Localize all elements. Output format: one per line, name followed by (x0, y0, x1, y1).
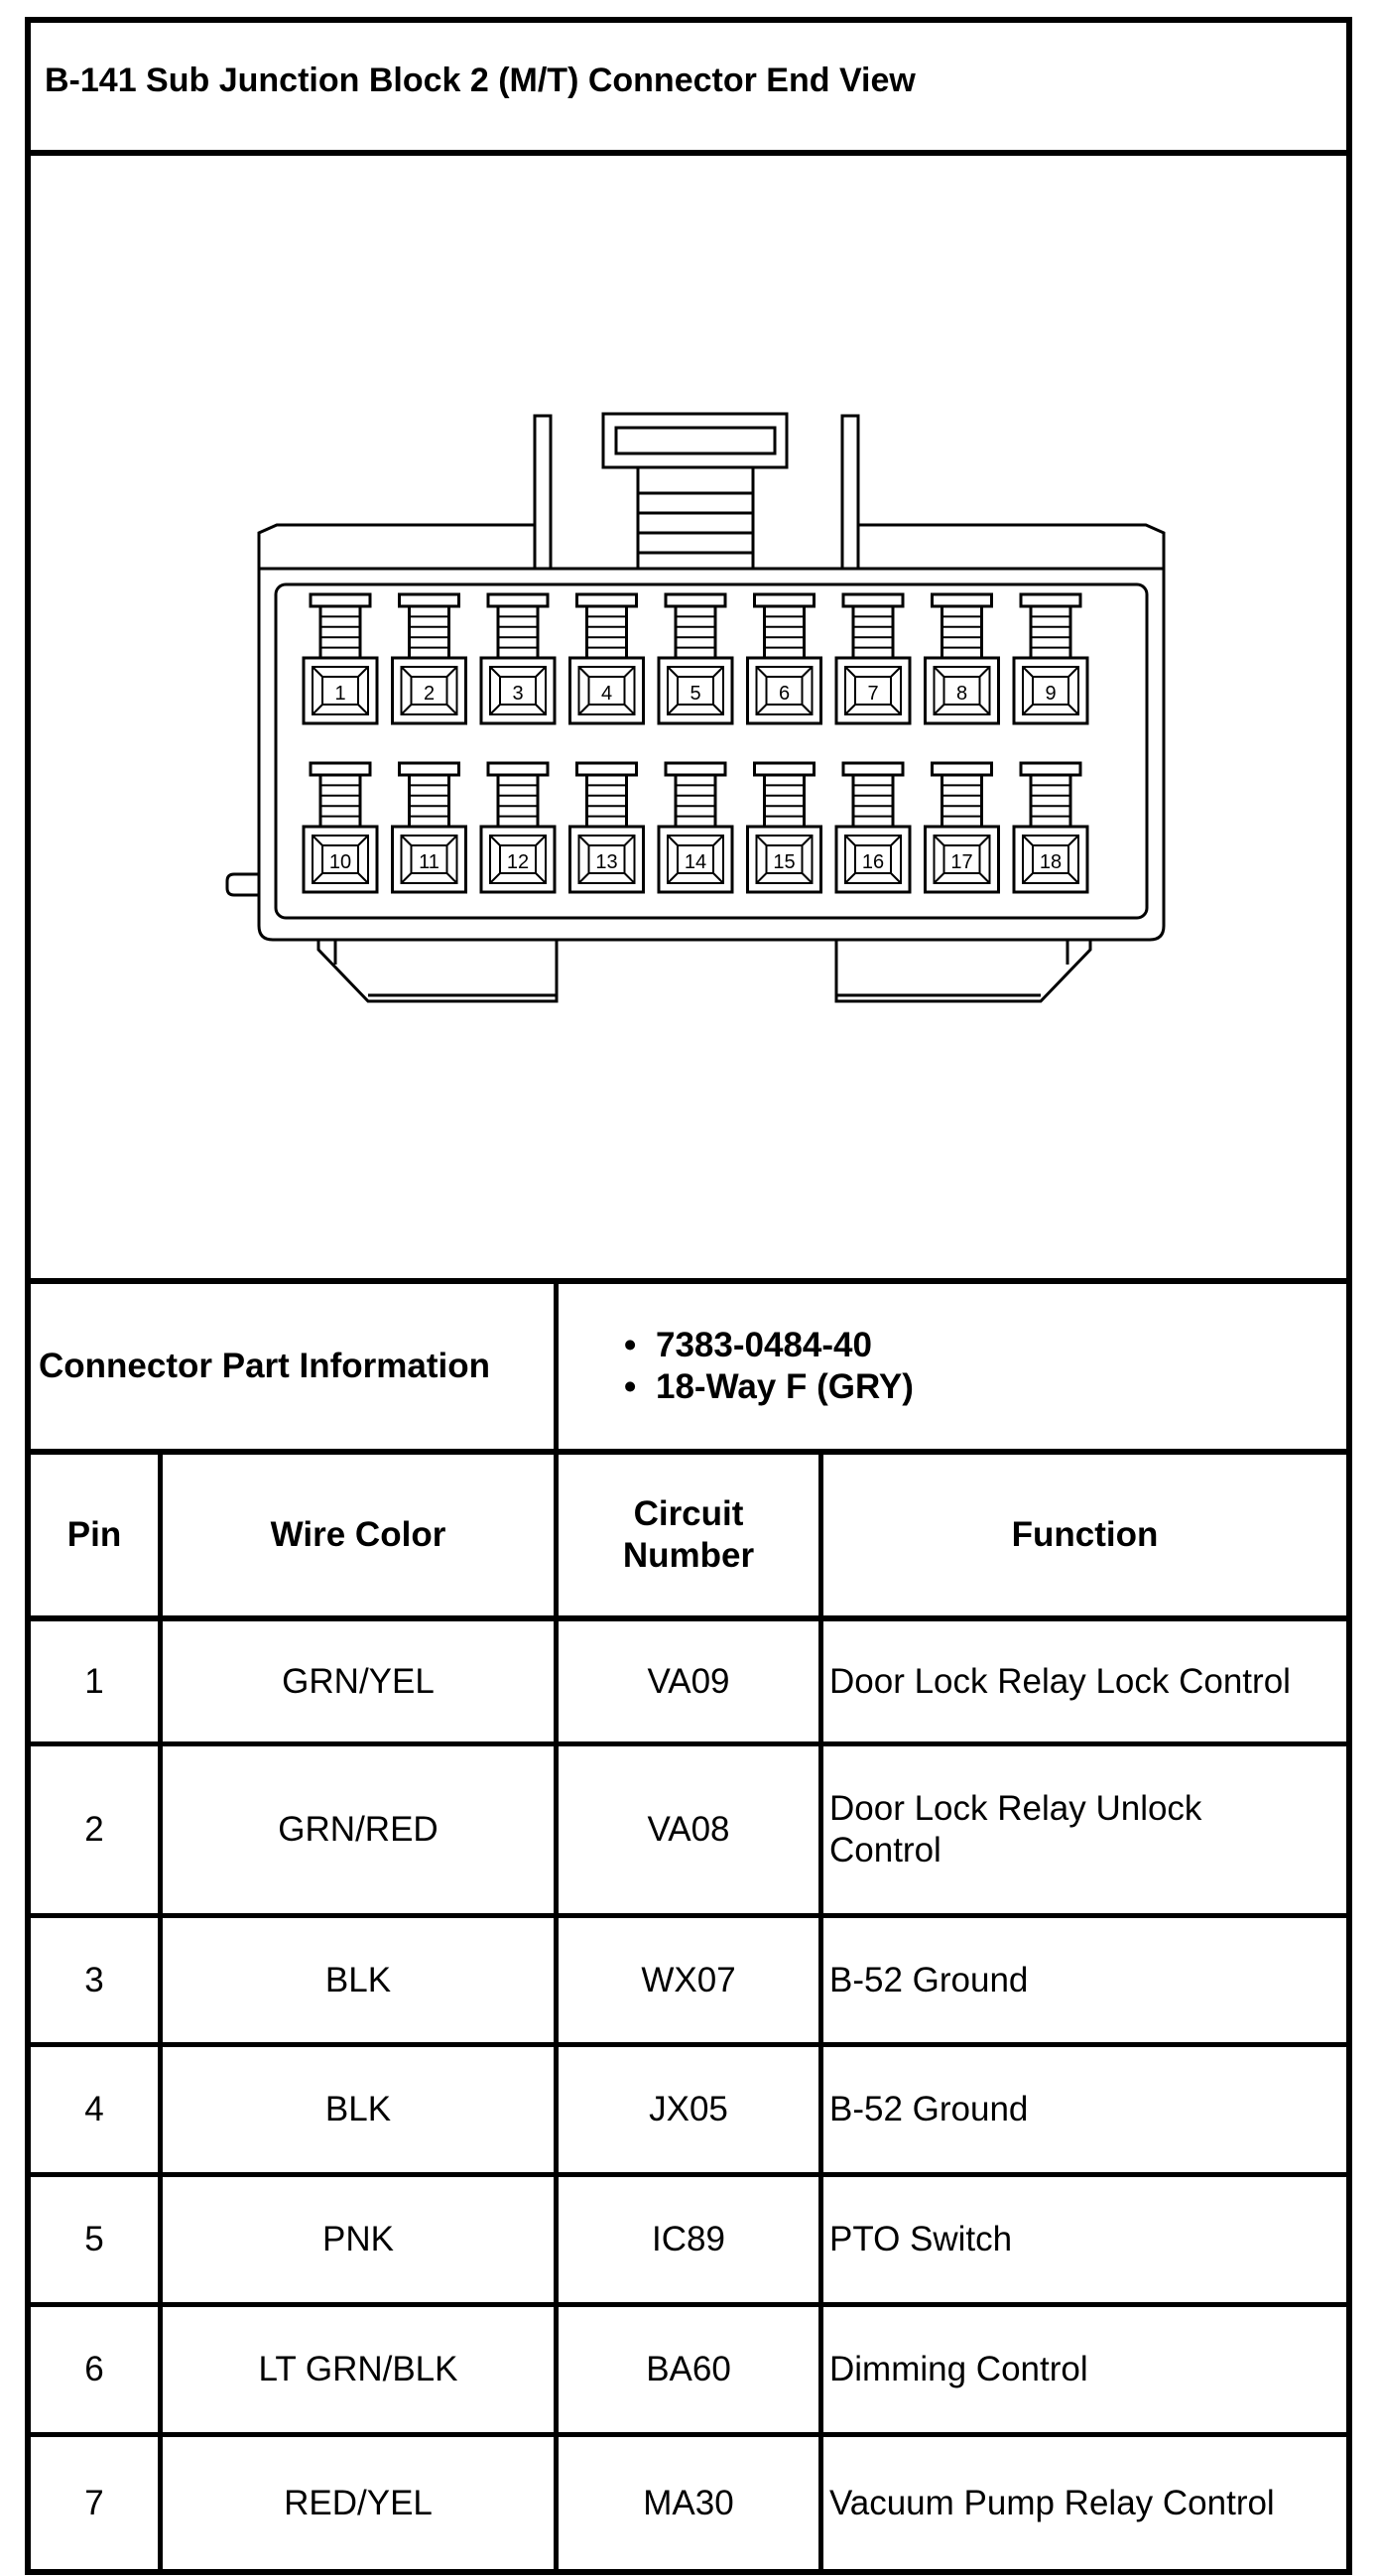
col-divider-circuit (554, 1278, 559, 2575)
connector-pin: 14 (657, 761, 734, 894)
cell-circuit: JX05 (649, 2090, 728, 2128)
connector-pin: 15 (746, 761, 822, 894)
pin-number-label: 7 (867, 683, 878, 705)
cell-pin: 7 (84, 2483, 104, 2522)
cell-circuit: IC89 (652, 2220, 725, 2258)
part-number: 7383-0484-40 (618, 1325, 914, 1366)
header-pin: Pin (66, 1515, 122, 1554)
connector-pin: 18 (1012, 761, 1089, 894)
rule-header (25, 1615, 1352, 1621)
cell-circuit: VA08 (647, 1810, 730, 1849)
pin-number-label: 8 (956, 683, 967, 705)
col-divider-function (818, 1449, 823, 2575)
part-info-label-text: Connector Part Information (39, 1347, 491, 1385)
cell-wire-color: LT GRN/BLK (258, 2350, 458, 2388)
cell-pin: 6 (84, 2350, 104, 2388)
rule-partinfo (25, 1449, 1352, 1455)
connector-pin: 7 (834, 592, 912, 725)
rule-row1 (25, 1741, 1352, 1746)
rule-row3 (25, 2042, 1352, 2047)
connector-pin: 1 (302, 592, 379, 725)
connector-pin: 6 (746, 592, 822, 725)
header-circuit-number: Circuit Number (622, 1494, 755, 1575)
rule-row6 (25, 2432, 1352, 2437)
part-info-list: 7383-0484-40 18-Way F (GRY) (618, 1325, 914, 1408)
pin-number-label: 4 (601, 683, 612, 705)
cell-pin: 2 (84, 1810, 104, 1849)
col-divider-pin (158, 1449, 163, 2575)
connector-pin: 9 (1012, 592, 1089, 725)
cell-wire-color: GRN/RED (278, 1810, 439, 1849)
pin-number-label: 16 (862, 851, 884, 873)
connector-pin: 3 (479, 592, 557, 725)
connector-pin: 11 (391, 761, 467, 894)
cell-function: PTO Switch (829, 2220, 1013, 2258)
pin-number-label: 2 (424, 683, 435, 705)
pin-number-label: 18 (1040, 851, 1062, 873)
cell-function: Vacuum Pump Relay Control (829, 2483, 1275, 2522)
cell-pin: 3 (84, 1960, 104, 1999)
cell-circuit: VA09 (647, 1661, 730, 1701)
page-title: B-141 Sub Junction Block 2 (M/T) Connect… (45, 62, 916, 99)
cell-function: B-52 Ground (829, 1960, 1029, 1999)
cell-circuit: WX07 (641, 1960, 736, 1999)
outer-frame (25, 17, 1352, 2575)
pin-number-label: 5 (690, 683, 700, 705)
connector-pin: 16 (834, 761, 912, 894)
connector-pin: 8 (924, 592, 1000, 725)
part-info-items: 7383-0484-40 18-Way F (GRY) (559, 1284, 1346, 1449)
pin-number-label: 13 (595, 851, 617, 873)
pin-number-label: 3 (512, 683, 523, 705)
pin-number-label: 12 (507, 851, 529, 873)
cell-wire-color: BLK (324, 1960, 392, 1999)
pin-number-label: 6 (779, 683, 790, 705)
pin-number-label: 11 (419, 851, 439, 873)
cell-circuit: MA30 (643, 2483, 734, 2522)
cell-pin: 1 (84, 1661, 104, 1701)
cell-wire-color: PNK (322, 2220, 394, 2258)
rule-diagram (25, 1278, 1352, 1284)
cell-wire-color: RED/YEL (284, 2483, 433, 2522)
header-wire-color: Wire Color (270, 1515, 446, 1554)
connector-pin: 13 (568, 761, 645, 894)
cell-wire-color: BLK (324, 2090, 392, 2128)
pin-number-label: 17 (950, 851, 972, 873)
connector-pin: 17 (924, 761, 1000, 894)
cell-circuit: BA60 (646, 2350, 731, 2388)
cell-pin: 5 (84, 2220, 104, 2258)
document-sheet: B-141 Sub Junction Block 2 (M/T) Connect… (25, 17, 1352, 2575)
connector-pin: 5 (657, 592, 734, 725)
rule-row5 (25, 2302, 1352, 2307)
cell-pin: 4 (84, 2090, 104, 2128)
connector-type: 18-Way F (GRY) (618, 1366, 914, 1408)
pin-number-label: 1 (334, 683, 345, 705)
pin-number-label: 15 (773, 851, 795, 873)
cell-function: B-52 Ground (829, 2090, 1029, 2128)
pin-number-label: 9 (1045, 683, 1056, 705)
connector-pin: 10 (302, 761, 379, 894)
connector-pin: 2 (391, 592, 467, 725)
cell-function: Door Lock Relay Lock Control (829, 1661, 1291, 1701)
part-info-label: Connector Part Information (31, 1284, 554, 1449)
header-function: Function (1011, 1515, 1159, 1554)
rule-row2 (25, 1913, 1352, 1918)
connector-pin: 12 (479, 761, 557, 894)
cell-function: Door Lock Relay Unlock Control (829, 1789, 1202, 1869)
cell-function: Dimming Control (829, 2350, 1088, 2388)
pin-number-label: 14 (685, 851, 706, 873)
connector-pin: 4 (568, 592, 645, 725)
pin-number-label: 10 (329, 851, 351, 873)
rule-row4 (25, 2172, 1352, 2177)
rule-title (25, 150, 1352, 156)
cell-wire-color: GRN/YEL (282, 1661, 435, 1701)
